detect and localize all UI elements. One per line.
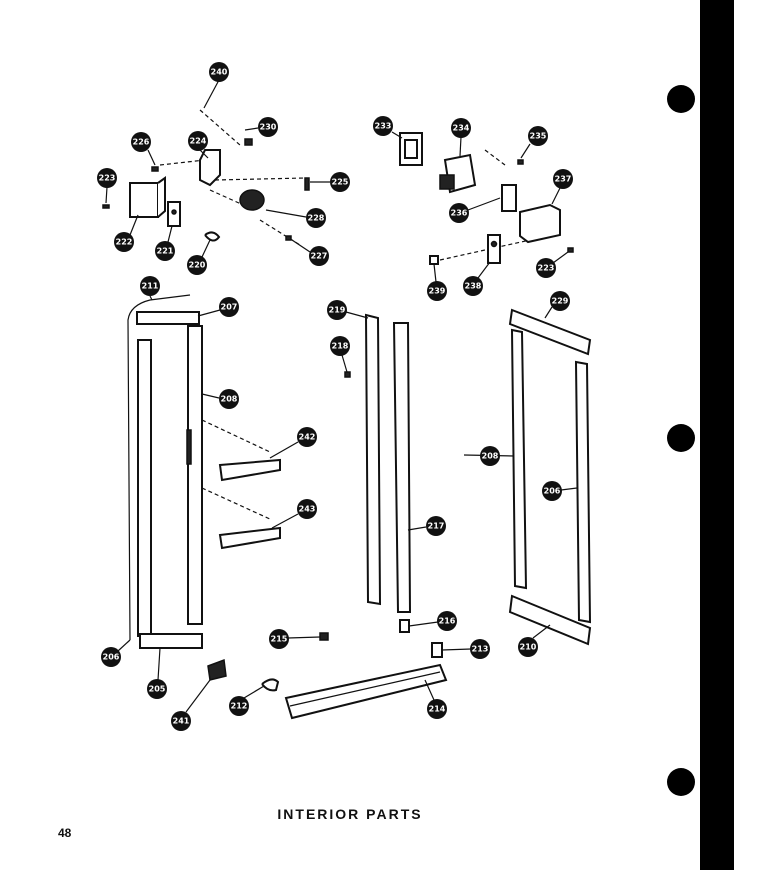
callout-206-right: 206: [542, 481, 578, 501]
callout-label: 213: [472, 645, 489, 654]
callout-label: 208: [221, 395, 238, 404]
callout-240: 240: [203, 62, 229, 109]
callout-241: 241: [171, 679, 211, 731]
callout-label: 207: [221, 303, 238, 312]
callout-label: 228: [308, 214, 325, 223]
callout-226: 226: [131, 132, 156, 166]
callout-236: 236: [449, 197, 501, 223]
callout-220: 220: [187, 239, 211, 275]
callout-label: 226: [133, 138, 150, 147]
callout-label: 223: [538, 264, 555, 273]
callout-label: 234: [453, 124, 470, 133]
callout-label: 211: [142, 282, 159, 291]
callout-230: 230: [244, 117, 278, 137]
callout-223-right: 223: [536, 251, 569, 278]
callout-215: 215: [269, 629, 321, 649]
binder-hole-middle: [667, 424, 695, 452]
right-door-frame: [508, 308, 592, 646]
callout-label: 215: [271, 635, 288, 644]
callout-223-left: 223: [97, 168, 117, 204]
callout-label: 216: [439, 617, 456, 626]
callout-229: 229: [544, 291, 570, 319]
page-title: INTERIOR PARTS: [277, 806, 423, 822]
callout-221: 221: [155, 225, 175, 261]
callout-label: 223: [99, 174, 116, 183]
callout-206-left: 206: [101, 639, 131, 667]
callout-label: 220: [189, 261, 206, 270]
callout-label: 229: [552, 297, 569, 306]
callout-label: 205: [149, 685, 166, 694]
callout-207: 207: [197, 297, 239, 317]
callout-label: 224: [190, 137, 207, 146]
callout-208: 208: [201, 389, 239, 409]
callout-214: 214: [424, 679, 447, 719]
callout-label: 210: [520, 643, 537, 652]
binder-edge-bar: [700, 0, 734, 870]
callout-label: 241: [173, 717, 190, 726]
callout-label: 225: [332, 178, 349, 187]
callout-205: 205: [147, 647, 167, 699]
callout-label: 222: [116, 238, 133, 247]
callout-224: 224: [188, 131, 209, 159]
callout-label: 214: [429, 705, 446, 714]
callout-228: 228: [265, 208, 326, 228]
callout-227: 227: [291, 239, 329, 266]
right-control-assembly: [399, 132, 574, 265]
callout-label: 206: [103, 653, 120, 662]
callout-210: 210: [518, 624, 551, 657]
callout-label: 227: [311, 252, 328, 261]
callout-219: 219: [327, 300, 369, 320]
callout-218: 218: [330, 336, 350, 373]
callout-233: 233: [373, 116, 403, 139]
callout-238: 238: [463, 261, 491, 296]
callout-234: 234: [451, 118, 471, 157]
callout-211: 211: [140, 276, 160, 301]
callout-label: 219: [329, 306, 346, 315]
callout-label: 237: [555, 175, 572, 184]
callout-label: 243: [299, 505, 316, 514]
callout-label: 235: [530, 132, 547, 141]
callout-217: 217: [407, 516, 446, 536]
callout-label: 208: [482, 452, 499, 461]
callout-216: 216: [408, 611, 457, 631]
callout-235: 235: [520, 126, 548, 159]
binder-hole-top: [667, 85, 695, 113]
callout-label: 206: [544, 487, 561, 496]
center-strips: [284, 313, 448, 720]
callout-239: 239: [427, 263, 447, 301]
callout-label: 236: [451, 209, 468, 218]
callout-213: 213: [441, 639, 490, 659]
callout-242: 242: [269, 427, 317, 459]
callout-label: 240: [211, 68, 228, 77]
left-control-assembly: [102, 109, 310, 246]
page-number: 48: [58, 826, 72, 840]
callout-225: 225: [310, 172, 350, 192]
callout-209: 208: [463, 446, 515, 466]
callout-label: 230: [260, 123, 277, 132]
callout-label: 242: [299, 433, 316, 442]
callout-label: 218: [332, 342, 349, 351]
callout-212: 212: [229, 685, 265, 716]
callout-label: 238: [465, 282, 482, 291]
callout-label: 217: [428, 522, 445, 531]
callout-label: 239: [429, 287, 446, 296]
callout-label: 221: [157, 247, 174, 256]
callout-243: 243: [271, 499, 317, 529]
left-door-frame: [127, 294, 281, 692]
callout-222: 222: [114, 214, 139, 252]
callout-label: 212: [231, 702, 248, 711]
callout-237: 237: [551, 169, 573, 205]
binder-hole-bottom: [667, 768, 695, 796]
callout-label: 233: [375, 122, 392, 131]
